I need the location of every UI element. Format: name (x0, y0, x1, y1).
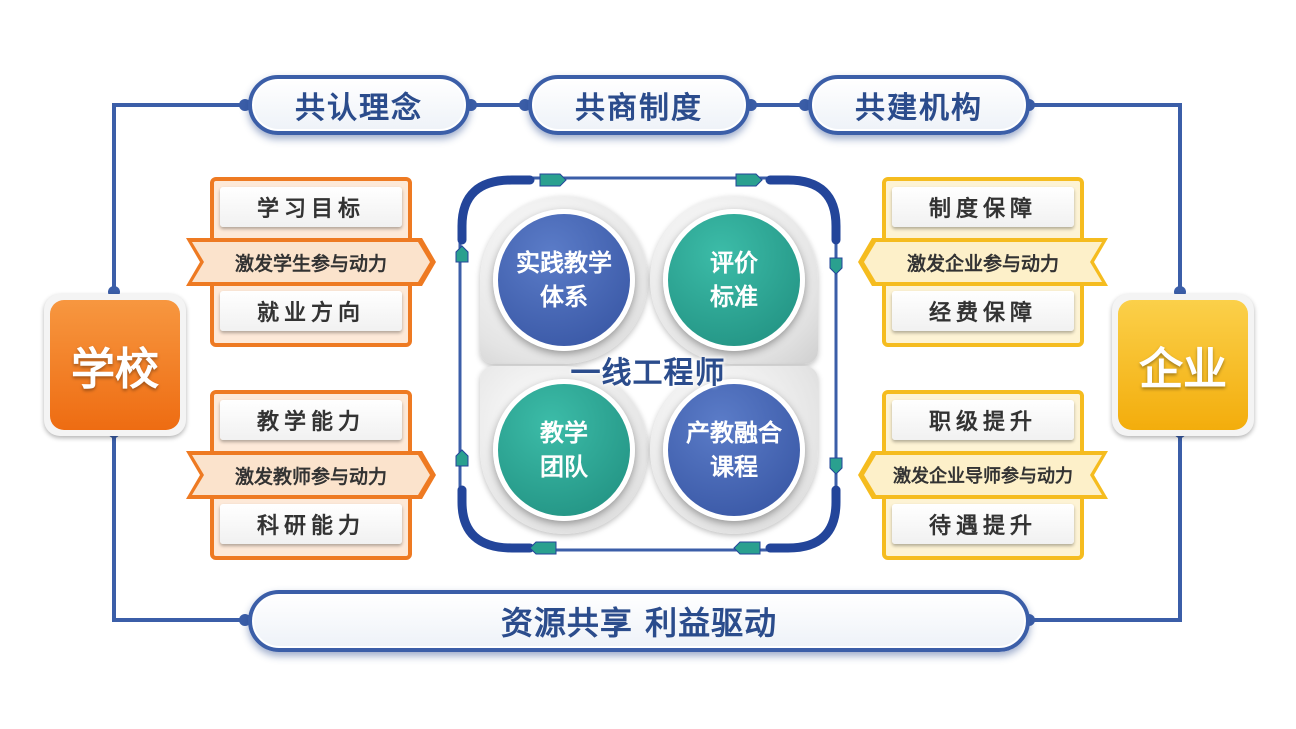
quadrant-text: 团队 (540, 453, 588, 481)
bottom-label: 资源共享 利益驱动 (248, 590, 1030, 652)
top-label-3: 共建机构 (808, 75, 1030, 135)
enterprise-block: 企业 (1118, 300, 1248, 430)
ribbon-shape (858, 238, 1108, 286)
panel-item: 制度保障 (892, 187, 1074, 227)
panel-item: 教学能力 (220, 400, 402, 440)
panel-item: 经费保障 (892, 291, 1074, 331)
quadrant-team: 教学 团队 (493, 379, 635, 521)
quadrant-text: 课程 (710, 453, 758, 481)
ribbon-shape (186, 238, 436, 286)
quadrant-text: 实践教学 (516, 249, 612, 277)
petal-top-left: 实践教学 体系 (480, 196, 648, 364)
top-label-1: 共认理念 (248, 75, 470, 135)
quadrant-text: 评价 (710, 249, 758, 277)
panel-item: 职级提升 (892, 400, 1074, 440)
school-ribbon-teachers: 激发教师参与动力 (234, 465, 387, 488)
petal-bottom-left: 教学 团队 (480, 366, 648, 534)
ribbon-shape (186, 451, 436, 499)
school-block: 学校 (50, 300, 180, 430)
quadrant-curriculum: 产教融合 课程 (663, 379, 805, 521)
quadrant-text: 体系 (540, 283, 588, 311)
enterprise-ribbon-mentors: 激发企业导师参与动力 (893, 466, 1073, 487)
quadrant-practice-system: 实践教学 体系 (493, 209, 635, 351)
center-label: 一线工程师 (570, 356, 726, 391)
quadrant-evaluation: 评价 标准 (663, 209, 805, 351)
panel-item: 学习目标 (220, 187, 402, 227)
ribbon-shape (858, 451, 1108, 499)
school-ribbon-students: 激发学生参与动力 (234, 252, 387, 275)
panel-item: 科研能力 (220, 504, 402, 544)
panel-item: 待遇提升 (892, 504, 1074, 544)
quadrant-text: 教学 (540, 419, 588, 447)
panel-item: 就业方向 (220, 291, 402, 331)
petal-top-right: 评价 标准 (650, 196, 818, 364)
enterprise-ribbon-company: 激发企业参与动力 (906, 252, 1059, 275)
quadrant-text: 标准 (710, 283, 758, 311)
top-label-2: 共商制度 (528, 75, 750, 135)
quadrant-text: 产教融合 (686, 419, 782, 447)
petal-bottom-right: 产教融合 课程 (650, 366, 818, 534)
